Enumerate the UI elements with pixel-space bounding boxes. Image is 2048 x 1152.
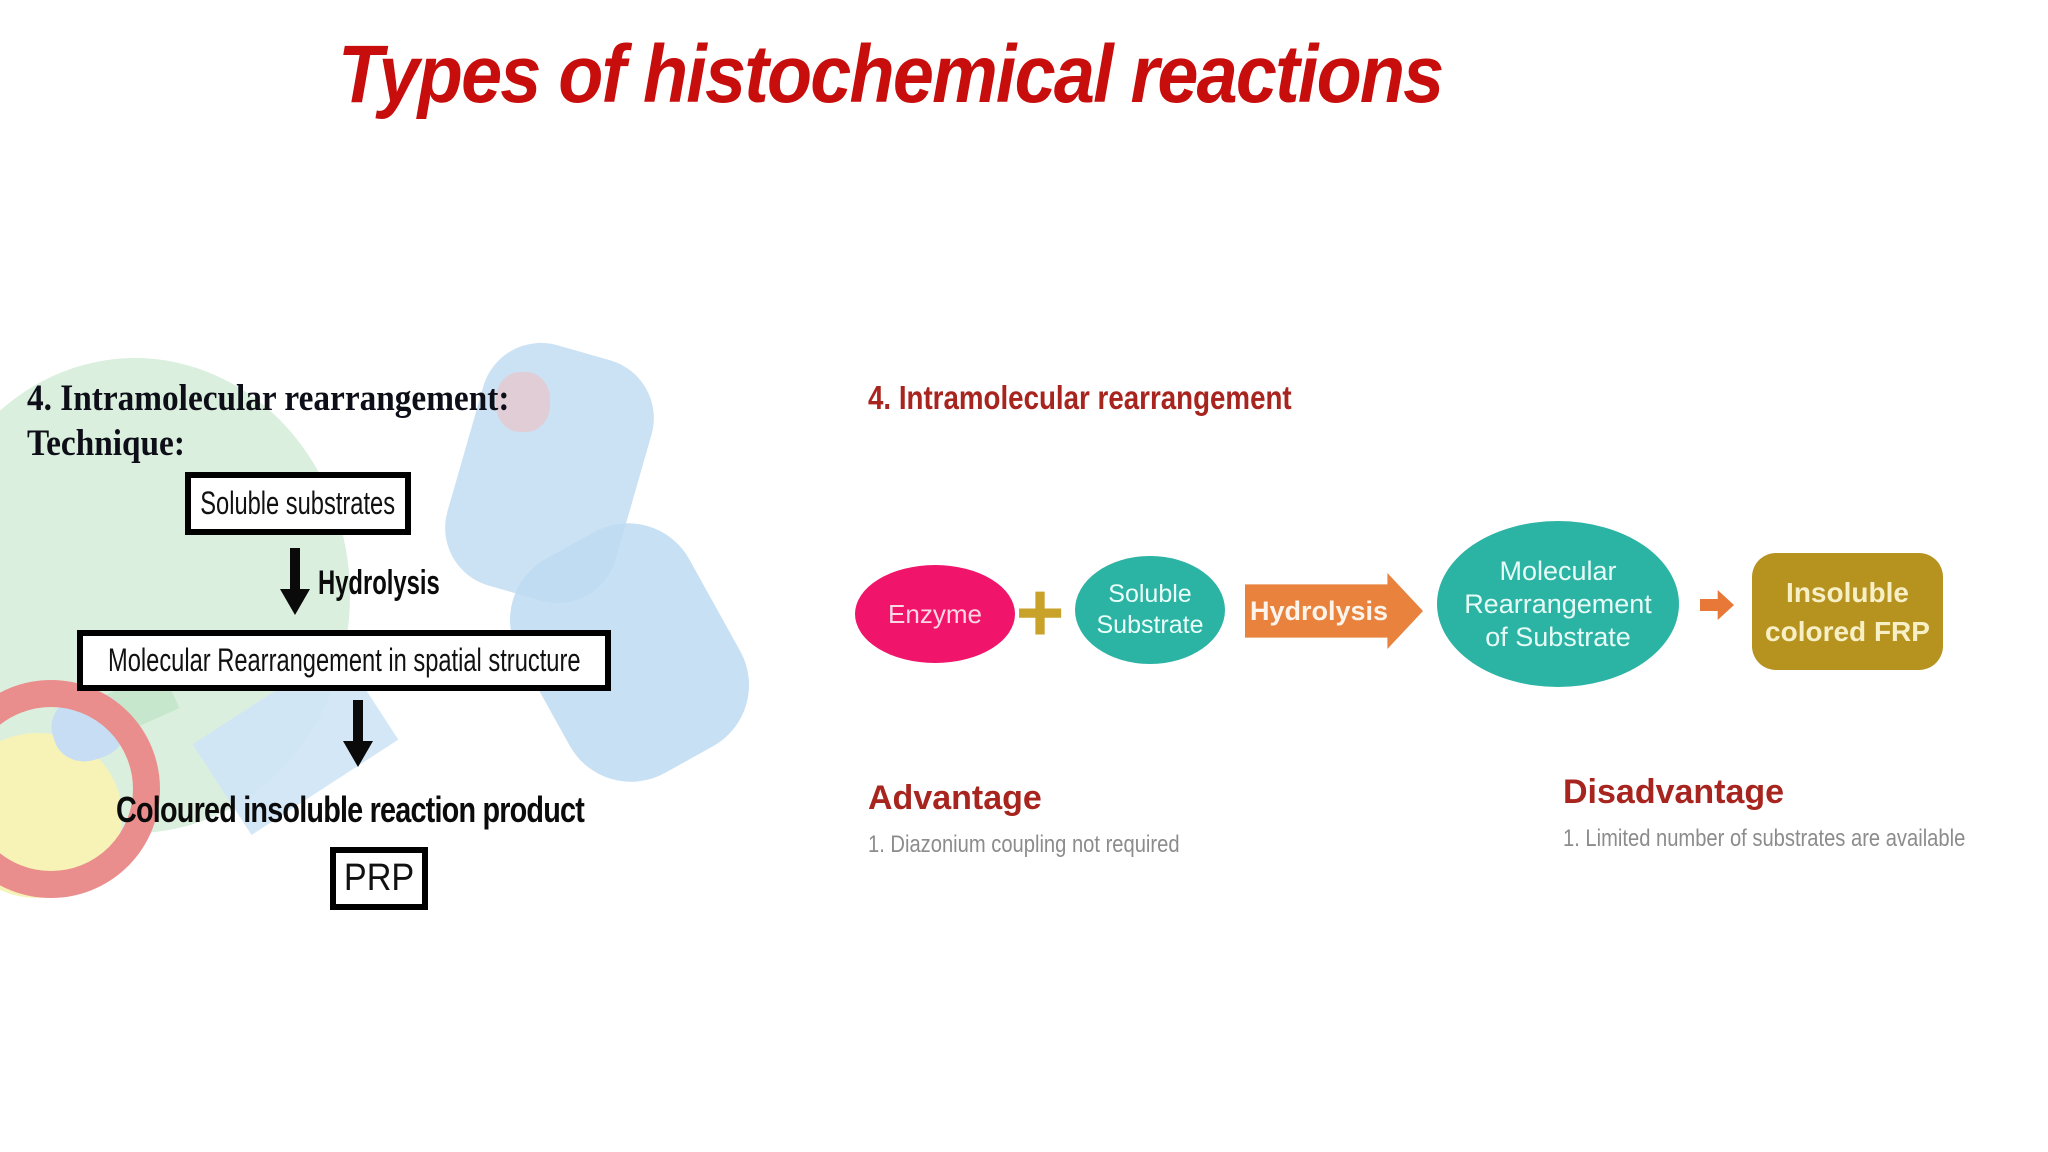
flowchart-box-label: PRP xyxy=(343,857,415,899)
hydrolysis-step-label: Hydrolysis xyxy=(318,564,440,602)
flowchart-box-prp: PRP xyxy=(330,847,428,910)
disadvantage-heading: Disadvantage xyxy=(1563,773,1785,811)
right-section-heading: 4. Intramolecular rearrangement xyxy=(868,379,1292,416)
rearrangement-label-line3: of Substrate xyxy=(1485,621,1631,652)
flowchart-box-molecular-rearrangement: Molecular Rearrangement in spatial struc… xyxy=(77,630,611,691)
advantage-heading: Advantage xyxy=(868,779,1042,817)
molecular-rearrangement-ellipse: Molecular Rearrangement of Substrate xyxy=(1437,521,1679,687)
insoluble-frp-box: Insoluble colored FRP xyxy=(1752,553,1943,670)
left-section-heading: 4. Intramolecular rearrangement: Techniq… xyxy=(27,376,509,466)
left-heading-line2: Technique: xyxy=(27,423,185,464)
hydrolysis-arrow: Hydrolysis xyxy=(1245,573,1423,649)
background-logo-blue-ribbon xyxy=(430,328,669,618)
frp-label-line2: colored FRP xyxy=(1765,615,1930,647)
enzyme-label: Enzyme xyxy=(888,598,982,629)
enzyme-ellipse: Enzyme xyxy=(855,565,1015,663)
disadvantage-item: 1. Limited number of substrates are avai… xyxy=(1563,825,1966,852)
flowchart-box-soluble-substrates: Soluble substrates xyxy=(185,472,411,535)
flowchart-box-label: Molecular Rearrangement in spatial struc… xyxy=(107,642,581,678)
background-logo-blue-patch xyxy=(43,684,135,770)
soluble-substrate-ellipse: Soluble Substrate xyxy=(1075,556,1225,664)
down-arrow-icon xyxy=(343,700,373,767)
rearrangement-label-line2: Rearrangement xyxy=(1464,588,1652,619)
down-arrow-icon xyxy=(280,548,310,615)
left-heading-line1: 4. Intramolecular rearrangement: xyxy=(27,378,510,419)
flowchart-box-label: Soluble substrates xyxy=(200,485,396,521)
right-arrow-icon xyxy=(1700,590,1734,620)
substrate-label-line1: Soluble xyxy=(1108,580,1192,608)
rearrangement-label-line1: Molecular xyxy=(1499,555,1617,586)
hydrolysis-arrow-label: Hydrolysis xyxy=(1249,595,1389,626)
advantage-item: 1. Diazonium coupling not required xyxy=(868,831,1180,858)
flowchart-result-text: Coloured insoluble reaction product xyxy=(116,789,585,830)
background-logo-yellow-wedge xyxy=(0,733,122,898)
substrate-label-line2: Substrate xyxy=(1096,611,1204,639)
frp-label-line1: Insoluble xyxy=(1786,576,1909,608)
plus-sign: + xyxy=(1015,564,1065,659)
slide-title: Types of histochemical reactions xyxy=(338,29,1444,120)
